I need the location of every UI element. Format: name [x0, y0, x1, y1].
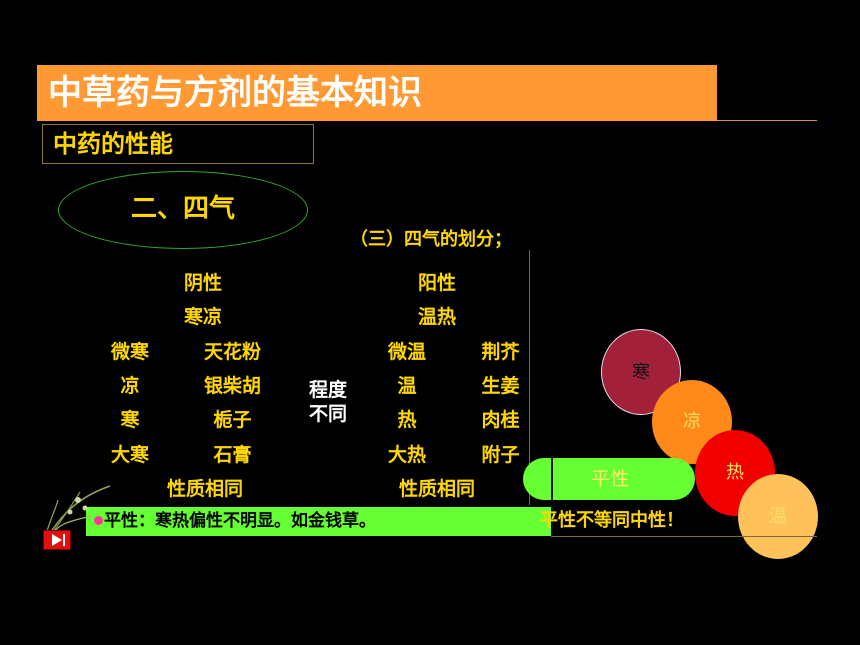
section-heading: （三）四气的划分；: [350, 229, 512, 250]
divider-line: [529, 250, 530, 505]
degree-label: 程度 不同: [302, 378, 354, 426]
yin-degree: 寒: [120, 409, 140, 431]
yin-degree: 大寒: [110, 444, 149, 466]
yang-category: 阳性: [417, 272, 456, 294]
play-button-icon[interactable]: [43, 530, 71, 550]
neutral-note: 平性不等同中性！: [540, 510, 684, 531]
yang-example: 附子: [481, 444, 520, 466]
play-triangle-icon: [52, 534, 65, 546]
page-title: 中草药与方剂的基本知识: [48, 73, 422, 113]
yang-degree: 微温: [387, 341, 426, 363]
yin-example: 石膏: [213, 444, 252, 466]
orchid-decoration-icon: [45, 485, 111, 537]
degree-label-line2: 不同: [308, 403, 347, 425]
subtitle-box: [42, 124, 314, 164]
section-ellipse: [58, 171, 308, 249]
title-bar: [37, 65, 717, 121]
yin-category: 阴性: [183, 272, 222, 294]
yang-degree: 温: [397, 375, 417, 397]
yang-summary: 性质相同: [398, 478, 475, 500]
yang-example: 生姜: [481, 375, 520, 397]
ellipse-label: 二、四气: [130, 194, 235, 224]
neutral-definition: 平性：寒热偏性不明显。如金钱草。: [104, 511, 376, 531]
neutral-pill-label: 平性: [590, 468, 629, 490]
yang-group: 温热: [417, 306, 456, 328]
yin-example: 天花粉: [203, 341, 261, 363]
yin-group: 寒凉: [183, 306, 222, 328]
yang-example: 肉桂: [481, 409, 520, 431]
bullet-dot-icon: [94, 516, 103, 525]
title-rule: [717, 120, 817, 121]
yin-summary: 性质相同: [166, 478, 243, 500]
bottom-rule: [551, 536, 817, 537]
yin-degree: 微寒: [110, 341, 149, 363]
yin-example: 银柴胡: [203, 375, 261, 397]
neutral-definition-bar: [86, 507, 551, 536]
yang-example: 荆芥: [481, 341, 520, 363]
yin-example: 栀子: [213, 409, 252, 431]
neutral-pill-cap: [523, 458, 553, 500]
subtitle: 中药的性能: [53, 130, 173, 158]
yang-degree: 大热: [387, 444, 426, 466]
yang-degree: 热: [397, 409, 417, 431]
yin-degree: 凉: [120, 375, 140, 397]
warm-ball: 温: [738, 474, 818, 559]
degree-label-line1: 程度: [308, 379, 347, 401]
